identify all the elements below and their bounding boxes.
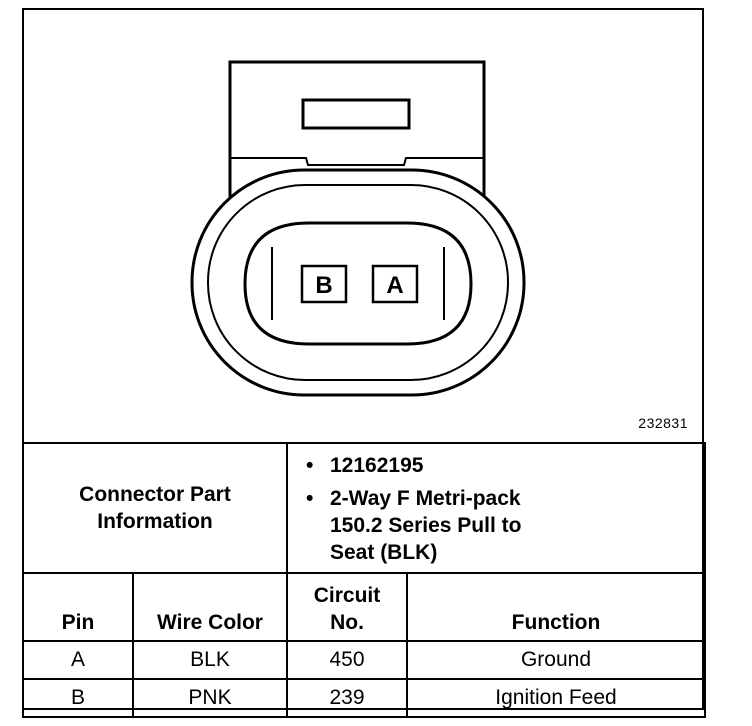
part-description-line3: Seat (BLK) — [330, 541, 438, 564]
header-circuit-line2: No. — [330, 611, 364, 634]
figure-number: 232831 — [638, 415, 688, 431]
pin-a-box — [371, 264, 419, 304]
header-wire-color: Wire Color — [132, 572, 288, 642]
row-pin: B — [22, 678, 134, 718]
row-function: Ignition Feed — [406, 678, 706, 718]
header-pin: Pin — [22, 572, 134, 642]
part-number: 12162195 — [330, 454, 424, 477]
connector-lock-housing — [228, 60, 486, 198]
connector-info-table: Connector Part Information • 12162195 • … — [22, 442, 706, 718]
connector-inner-ring — [207, 184, 509, 381]
bullet-icon: • — [306, 454, 314, 477]
pin-a-label: A — [386, 272, 403, 299]
row-circuit: 450 — [286, 640, 408, 680]
part-description-line1: 2-Way F Metri-pack — [330, 487, 521, 510]
header-circuit: Circuit No. — [286, 572, 408, 642]
row-pin: A — [22, 640, 134, 680]
header-circuit-line1: Circuit — [313, 584, 381, 607]
table-row: B PNK 239 Ignition Feed — [22, 678, 706, 718]
connector-outer-body — [190, 168, 526, 397]
row-wire-color: PNK — [132, 678, 288, 718]
connector-part-label: Connector Part Information — [22, 442, 288, 574]
pin-b-box — [300, 264, 348, 304]
part-number-item: • 12162195 — [306, 452, 704, 479]
connector-rib — [230, 157, 484, 166]
part-description-item: • 2-Way F Metri-pack 150.2 Series Pull t… — [306, 485, 704, 566]
table-header-row: Pin Wire Color Circuit No. Function — [22, 572, 706, 642]
connector-drawing: B A — [190, 60, 526, 397]
connector-part-label-line2: Information — [97, 510, 213, 533]
connector-latch — [301, 98, 411, 130]
connector-part-label-line1: Connector Part — [79, 483, 231, 506]
row-wire-color: BLK — [132, 640, 288, 680]
connector-diagram-frame: B A 232831 Connector Part Information • … — [22, 8, 706, 718]
row-function: Ground — [406, 640, 706, 680]
pin-b-label: B — [315, 272, 332, 299]
part-description-line2: 150.2 Series Pull to — [330, 514, 522, 537]
row-circuit: 239 — [286, 678, 408, 718]
connector-part-info: • 12162195 • 2-Way F Metri-pack 150.2 Se… — [286, 442, 706, 574]
connector-illustration: B A 232831 — [24, 10, 702, 442]
bullet-icon: • — [306, 487, 314, 510]
header-function: Function — [406, 572, 706, 642]
table-row: A BLK 450 Ground — [22, 640, 706, 680]
connector-cavity — [243, 221, 473, 346]
